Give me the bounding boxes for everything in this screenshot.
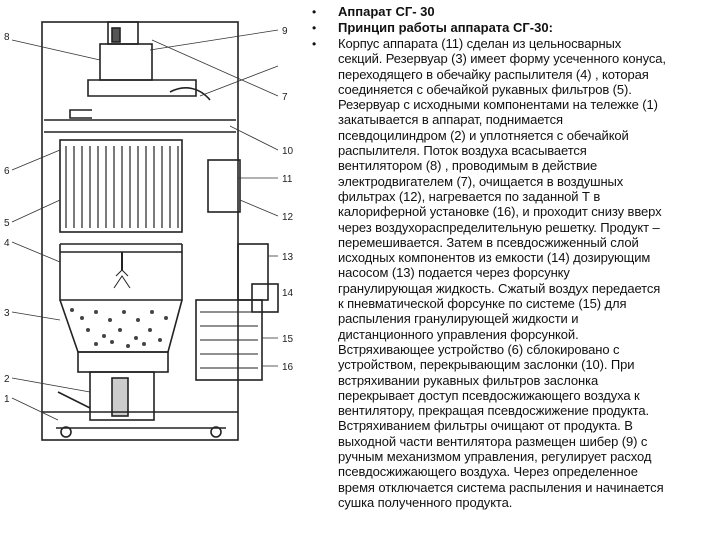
shaker-cabinet [207,159,241,213]
label-14: 14 [282,288,294,299]
label-13: 13 [282,252,294,263]
wheel-right [210,426,222,438]
slide-title: Аппарат СГ- 30 [338,4,435,19]
label-3: 3 [4,308,10,319]
bullet-glyph: • [312,37,317,51]
label-15: 15 [282,334,294,345]
label-16: 16 [282,362,294,373]
casing [41,21,239,441]
calorifer [195,299,263,381]
sleeve-filters [59,139,183,233]
label-5: 5 [4,218,10,229]
label-8: 8 [4,32,10,43]
bullet-glyph: • [312,21,317,35]
apparatus-diagram: 8 9 7 10 11 6 5 12 13 4 14 3 15 16 2 1 [0,0,305,540]
bullet-title: • Аппарат СГ- 30 [312,4,716,20]
fan-duct [87,79,197,97]
label-7: 7 [282,92,288,103]
label-12: 12 [282,212,294,223]
apparatus-drawing: 8 9 7 10 11 6 5 12 13 4 14 3 15 16 2 1 [4,21,294,441]
bullet-description: • Корпус аппарата (11) сделан из цельнос… [312,36,716,510]
label-6: 6 [4,166,10,177]
pipe-block [237,243,269,301]
fan-housing [99,43,153,81]
reservoir [59,299,183,353]
principle-heading: Принцип работы аппарата СГ-30: [338,20,553,35]
bullet-list: • Аппарат СГ- 30 • Принцип работы аппара… [312,4,716,538]
label-9: 9 [282,26,288,37]
label-10: 10 [282,146,294,157]
label-11: 11 [282,174,293,185]
label-1: 1 [4,394,10,405]
granules [70,308,168,348]
sprayer-shell [59,244,183,301]
base-frame [89,371,155,421]
motor [107,21,139,45]
bullet-principle: • Принцип работы аппарата СГ-30: [312,20,716,36]
label-2: 2 [4,374,10,385]
bullet-glyph: • [312,5,317,19]
wheel-left [60,426,72,438]
tank-14 [251,283,279,313]
label-4: 4 [4,238,10,249]
description-text: Корпус аппарата (11) сделан из цельносва… [338,36,666,510]
